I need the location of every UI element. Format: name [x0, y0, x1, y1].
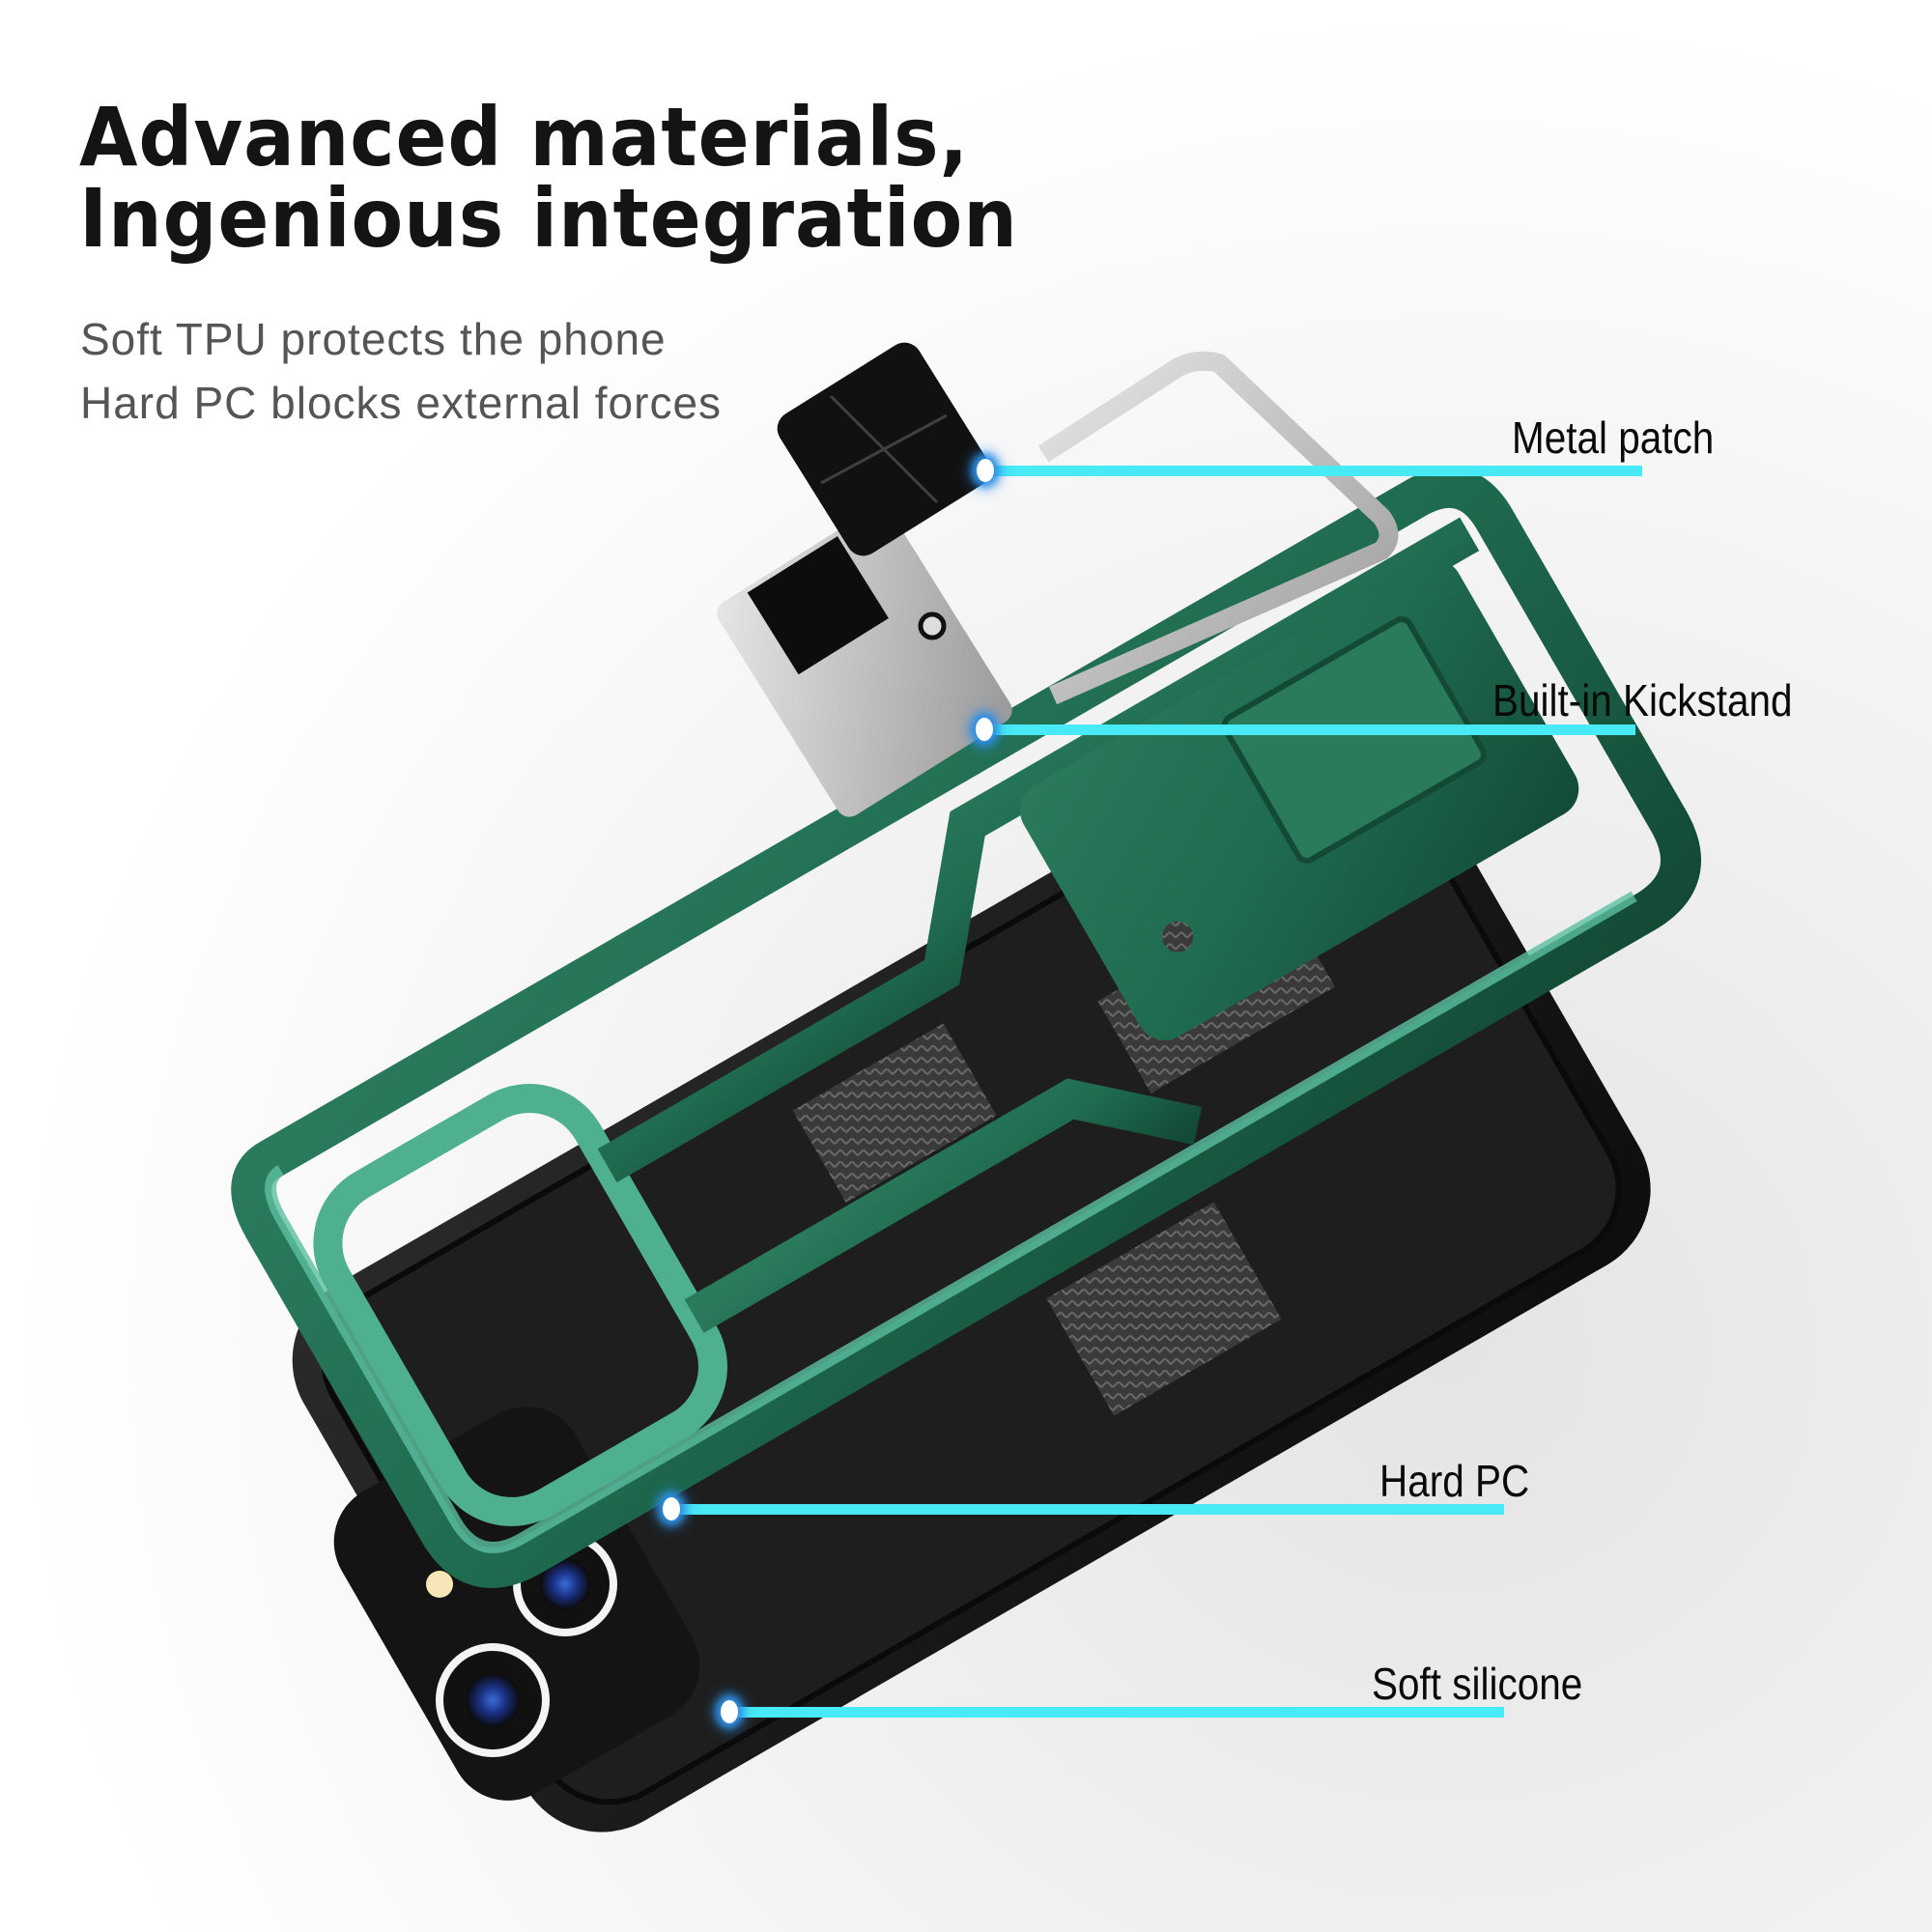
title-line-2: Ingenious integration [79, 171, 1018, 266]
callout-label: Built-in Kickstand [1492, 675, 1793, 725]
subtitle-line-1: Soft TPU protects the phone [80, 314, 667, 364]
callout-dot-icon [721, 1700, 738, 1723]
title-line-1: Advanced materials, [79, 90, 970, 185]
callout-dot-icon [663, 1497, 680, 1520]
callout-line [671, 1504, 1504, 1515]
kickstand [717, 351, 1399, 817]
callout-label: Metal patch [1512, 412, 1715, 463]
callout-dot-icon [977, 459, 994, 482]
callout-line [985, 724, 1635, 735]
metal-patch [777, 342, 991, 556]
subtitle: Soft TPU protects the phone Hard PC bloc… [80, 307, 722, 435]
callout-dot-icon [976, 718, 993, 741]
callout-label: Soft silicone [1372, 1659, 1583, 1709]
page-title: Advanced materials, Ingenious integratio… [79, 97, 1018, 259]
callout-line [729, 1707, 1504, 1718]
callout-line [985, 466, 1642, 476]
callout-label: Hard PC [1379, 1456, 1530, 1506]
hard-pc-frame [231, 467, 1701, 1588]
subtitle-line-2: Hard PC blocks external forces [80, 378, 723, 428]
